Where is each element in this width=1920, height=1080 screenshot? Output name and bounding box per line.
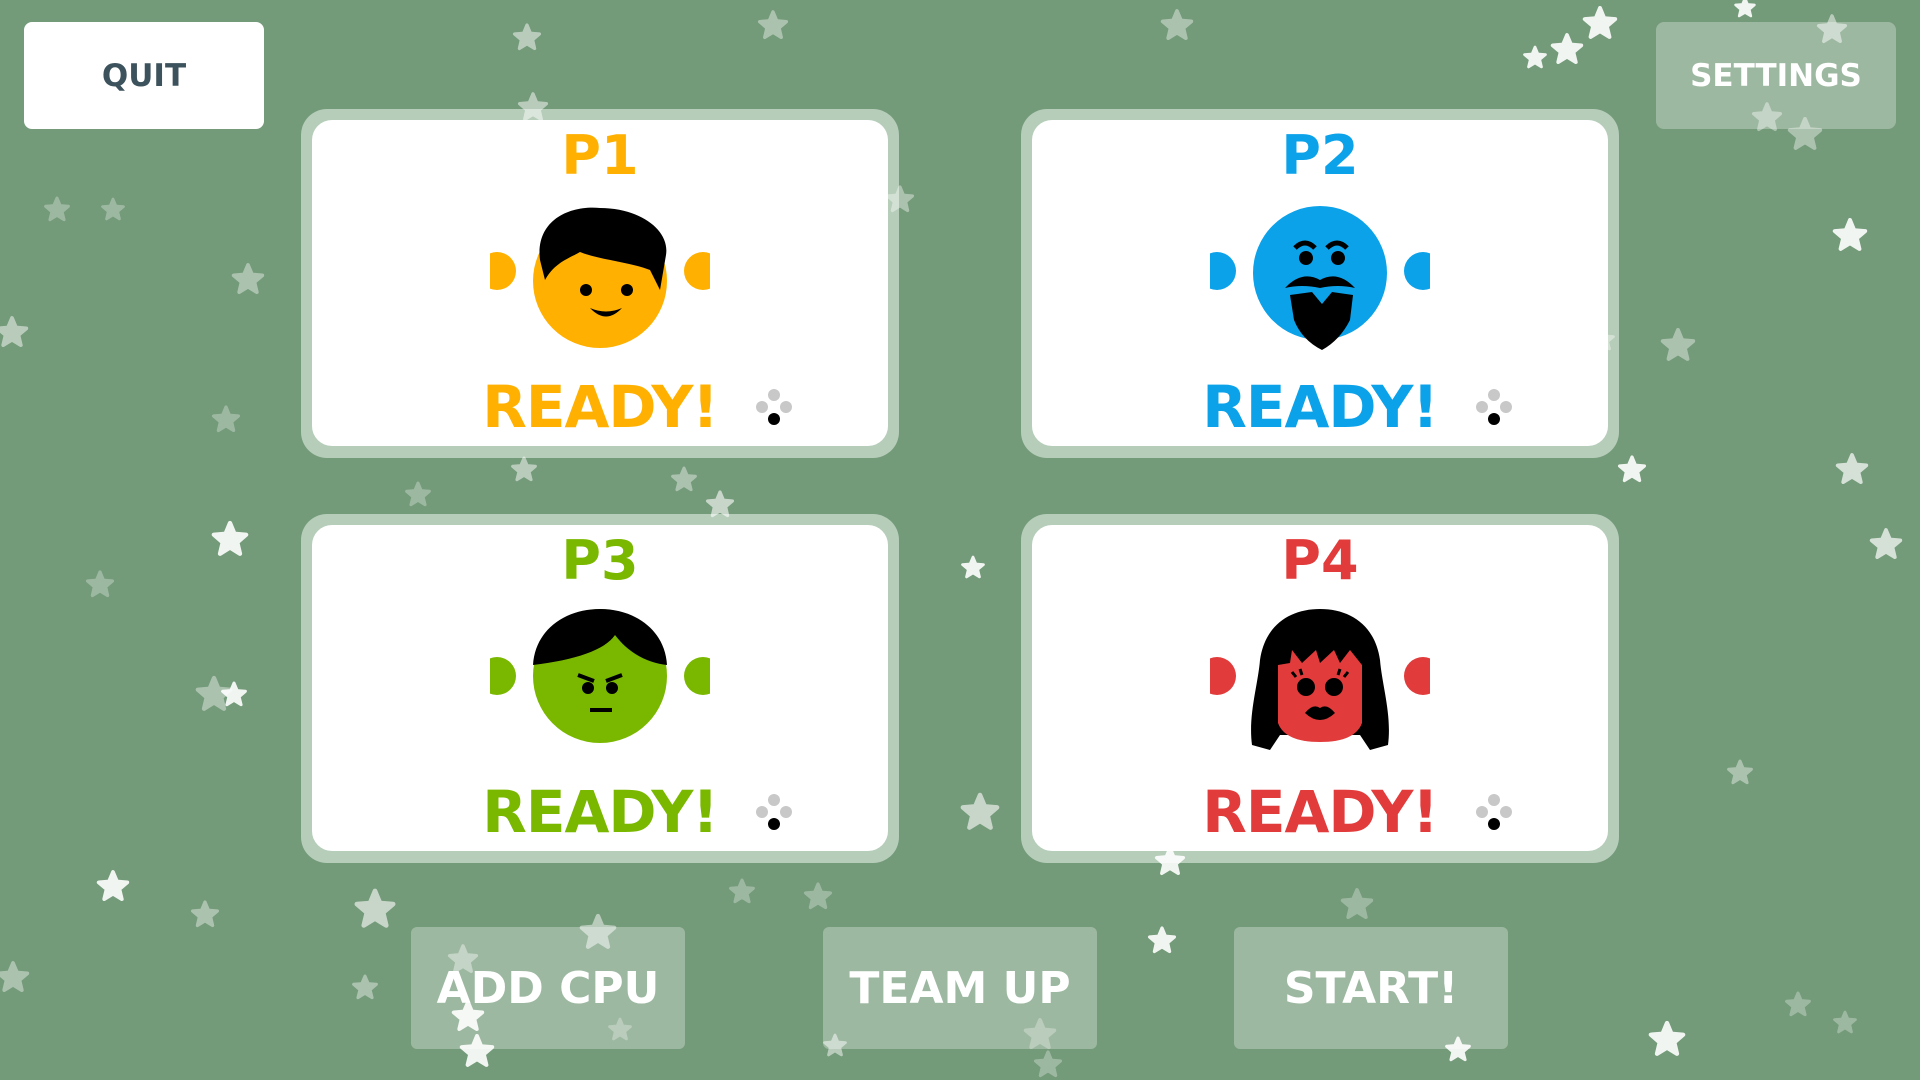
ready-status: READY! — [482, 778, 719, 846]
star-icon — [44, 196, 70, 222]
start-button[interactable]: START! — [1234, 927, 1508, 1049]
ready-status: READY! — [1202, 373, 1439, 441]
right-arrow-dot-icon — [684, 252, 710, 290]
star-icon — [1340, 888, 1374, 919]
star-icon — [1833, 1010, 1857, 1034]
star-icon — [1785, 991, 1811, 1017]
star-icon — [705, 490, 735, 518]
star-icon — [729, 878, 755, 904]
star-icon — [0, 961, 30, 992]
quit-label: QUIT — [101, 57, 187, 94]
left-arrow-dot-icon — [1210, 657, 1236, 695]
star-icon — [512, 23, 542, 51]
star-icon — [671, 466, 697, 492]
quit-button[interactable]: QUIT — [24, 22, 264, 129]
ready-status: READY! — [1202, 778, 1439, 846]
add-cpu-button[interactable]: ADD CPU — [411, 927, 685, 1049]
star-icon — [1147, 926, 1177, 954]
star-icon — [1617, 455, 1647, 483]
star-icon — [1582, 6, 1618, 39]
player-label: P1 — [561, 124, 639, 187]
star-icon — [961, 555, 985, 579]
star-icon — [511, 456, 537, 482]
player-card-p1: P1 READY! — [301, 109, 899, 458]
controller-buttons-icon — [1476, 389, 1512, 425]
right-arrow-dot-icon — [1404, 252, 1430, 290]
star-icon — [1550, 33, 1584, 64]
star-icon — [1648, 1020, 1686, 1056]
star-icon — [803, 882, 833, 910]
star-icon — [960, 792, 1000, 830]
player-card-p3: P3 READY! — [301, 514, 899, 863]
bearded-man-avatar-icon[interactable] — [1210, 200, 1430, 360]
controller-buttons-icon — [756, 794, 792, 830]
star-icon — [0, 316, 29, 347]
player-label: P3 — [561, 529, 639, 592]
controller-buttons-icon — [1476, 794, 1512, 830]
star-icon — [1727, 759, 1753, 785]
left-arrow-dot-icon — [490, 657, 516, 695]
star-icon — [1033, 1050, 1063, 1078]
star-icon — [405, 481, 431, 507]
start-label: START! — [1283, 962, 1459, 1014]
star-icon — [1160, 9, 1194, 40]
woman-avatar-icon[interactable] — [1210, 605, 1430, 765]
right-arrow-dot-icon — [1404, 657, 1430, 695]
player-card-p4: P4 READY! — [1021, 514, 1619, 863]
add-cpu-label: ADD CPU — [436, 962, 660, 1014]
star-icon — [195, 675, 233, 711]
star-icon — [352, 974, 378, 1000]
star-icon — [190, 900, 220, 928]
star-icon — [757, 10, 789, 40]
star-icon — [211, 405, 241, 433]
player-label: P2 — [1281, 124, 1359, 187]
controller-buttons-icon — [756, 389, 792, 425]
ready-status: READY! — [482, 373, 719, 441]
player-label: P4 — [1281, 529, 1359, 592]
star-icon — [1734, 0, 1756, 18]
star-icon — [1660, 328, 1696, 361]
star-icon — [231, 263, 265, 294]
star-icon — [354, 888, 396, 928]
star-icon — [101, 197, 125, 221]
boy-avatar-icon[interactable] — [490, 200, 710, 360]
star-icon — [1832, 218, 1868, 251]
star-icon — [211, 520, 249, 556]
left-arrow-dot-icon — [490, 252, 516, 290]
team-up-label: TEAM UP — [849, 962, 1071, 1014]
player-card-p2: P2 READY! — [1021, 109, 1619, 458]
star-icon — [85, 570, 115, 598]
grumpy-avatar-icon[interactable] — [490, 605, 710, 765]
team-up-button[interactable]: TEAM UP — [823, 927, 1097, 1049]
star-icon — [1869, 528, 1903, 559]
right-arrow-dot-icon — [684, 657, 710, 695]
left-arrow-dot-icon — [1210, 252, 1236, 290]
star-icon — [1523, 45, 1547, 69]
settings-button[interactable]: SETTINGS — [1656, 22, 1896, 129]
star-icon — [1835, 453, 1869, 484]
star-icon — [221, 681, 247, 707]
star-icon — [96, 870, 130, 901]
settings-label: SETTINGS — [1690, 57, 1862, 94]
